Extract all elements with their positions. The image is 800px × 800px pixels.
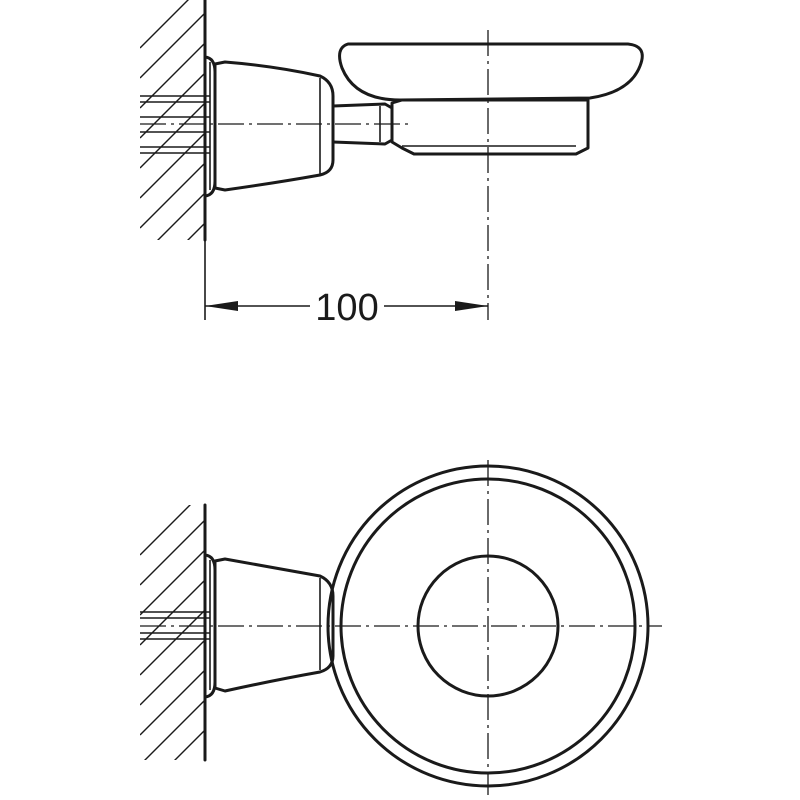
wall-hatching-bottom (140, 505, 205, 760)
dimension-100: 100 (204, 240, 488, 329)
wall-hatching-top (140, 0, 205, 240)
bell-mount-bottom (213, 557, 335, 693)
dimension-label: 100 (315, 287, 378, 329)
soap-dish-bowl (338, 42, 644, 102)
side-elevation-view: 100 (140, 0, 644, 329)
plan-view (140, 460, 662, 795)
soap-dish-holder-ring (390, 98, 590, 156)
wall-screws-bottom (140, 611, 210, 640)
wall-screws-top (140, 95, 210, 154)
bell-mount-top (213, 60, 335, 192)
